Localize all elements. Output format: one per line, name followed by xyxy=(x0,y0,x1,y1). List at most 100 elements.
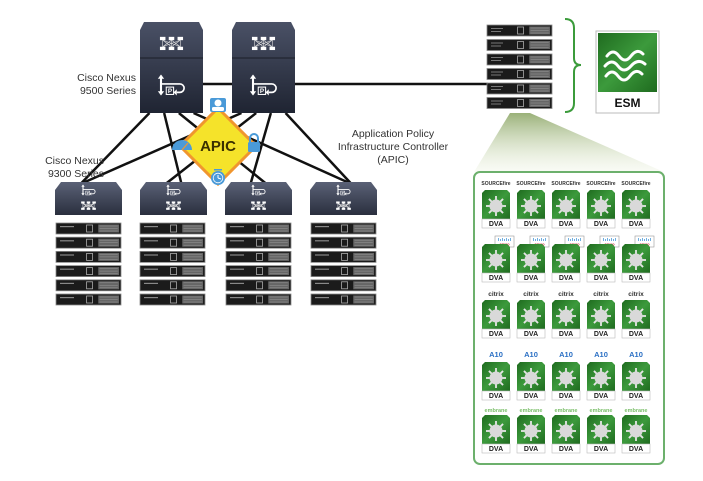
dva-label: DVA xyxy=(489,393,503,400)
network-icon xyxy=(251,36,276,51)
leaf-switch[interactable]: P xyxy=(225,182,292,215)
dva-tile[interactable]: ciscoDVA xyxy=(621,235,655,283)
dva-label: DVA xyxy=(489,446,503,453)
apic-controller[interactable]: APIC xyxy=(172,98,260,187)
service-starburst-icon xyxy=(521,368,541,388)
rack-server xyxy=(139,250,206,263)
rack-server xyxy=(486,39,553,51)
dva-tile[interactable]: ciscoDVA xyxy=(481,235,515,283)
spine-switch[interactable]: P xyxy=(232,22,295,113)
service-starburst-icon xyxy=(556,250,576,270)
server-stack xyxy=(225,222,292,306)
dva-label: DVA xyxy=(594,221,608,228)
dva-tile[interactable]: ciscoDVA xyxy=(586,235,620,283)
rack-server xyxy=(310,236,377,249)
esm-module[interactable]: ESM xyxy=(595,30,660,114)
network-icon xyxy=(166,201,181,210)
dva-label-box xyxy=(621,390,651,401)
svg-text:P: P xyxy=(260,88,264,95)
citrix-logo: citrix xyxy=(523,291,539,298)
dva-label-box xyxy=(621,218,651,229)
embrane-logo: embrane xyxy=(485,408,508,414)
dva-label-box xyxy=(481,328,511,339)
svg-text:SOURCEfire: SOURCEfire xyxy=(586,181,615,187)
dva-label-box xyxy=(516,390,546,401)
dva-label-box xyxy=(586,328,616,339)
dva-label: DVA xyxy=(559,275,573,282)
dva-label: DVA xyxy=(629,331,643,338)
leaf-label-line2: 9300 Series xyxy=(47,168,104,180)
dva-tile[interactable]: ciscoDVA xyxy=(516,235,550,283)
dva-label: DVA xyxy=(594,393,608,400)
zoom-cone xyxy=(474,113,664,172)
rack-server xyxy=(139,222,206,235)
spine-label-line2: 9500 Series xyxy=(79,85,136,97)
leaf-switch[interactable]: P xyxy=(55,182,122,215)
sourcefire-logo: SOURCEfire xyxy=(551,181,580,187)
rack-server xyxy=(139,265,206,278)
service-starburst-icon xyxy=(556,368,576,388)
service-starburst-icon xyxy=(556,196,576,216)
service-starburst-icon xyxy=(486,196,506,216)
server-stack xyxy=(55,222,122,306)
dva-label: DVA xyxy=(629,275,643,282)
dva-tile[interactable]: ciscoDVA xyxy=(551,235,585,283)
rack-server xyxy=(139,279,206,292)
policy-router-icon: P xyxy=(249,74,277,96)
svg-text:citrix: citrix xyxy=(628,291,644,298)
a10-logo: A10 xyxy=(629,350,643,359)
rack-server xyxy=(55,279,122,292)
service-starburst-icon xyxy=(521,306,541,326)
embrane-logo: embrane xyxy=(555,408,578,414)
citrix-logo: citrix xyxy=(558,291,574,298)
svg-text:SOURCEfire: SOURCEfire xyxy=(481,181,510,187)
dva-label-box xyxy=(516,328,546,339)
leaf-label: Cisco Nexus 9300 Series xyxy=(20,155,104,181)
service-starburst-icon xyxy=(521,250,541,270)
leaf-switch[interactable]: P xyxy=(310,182,377,215)
network-icon xyxy=(336,201,351,210)
dva-label: DVA xyxy=(559,221,573,228)
policy-router-icon: P xyxy=(336,184,351,196)
dva-label: DVA xyxy=(629,446,643,453)
service-starburst-icon xyxy=(626,368,646,388)
service-starburst-icon xyxy=(626,196,646,216)
svg-text:P: P xyxy=(257,191,260,195)
rack-server xyxy=(486,53,553,66)
dva-label: DVA xyxy=(629,221,643,228)
dva-label: DVA xyxy=(489,221,503,228)
service-starburst-icon xyxy=(486,368,506,388)
rack-server xyxy=(486,82,553,95)
leaf-switch[interactable]: P xyxy=(140,182,207,215)
rack-server xyxy=(55,222,122,235)
service-starburst-icon xyxy=(486,421,506,441)
service-starburst-icon xyxy=(486,250,506,270)
policy-router-icon: P xyxy=(157,74,185,96)
policy-router-icon: P xyxy=(166,184,181,196)
svg-text:citrix: citrix xyxy=(593,291,609,298)
rack-server xyxy=(225,265,292,278)
spine-switch[interactable]: P xyxy=(140,22,203,113)
a10-logo: A10 xyxy=(594,350,608,359)
